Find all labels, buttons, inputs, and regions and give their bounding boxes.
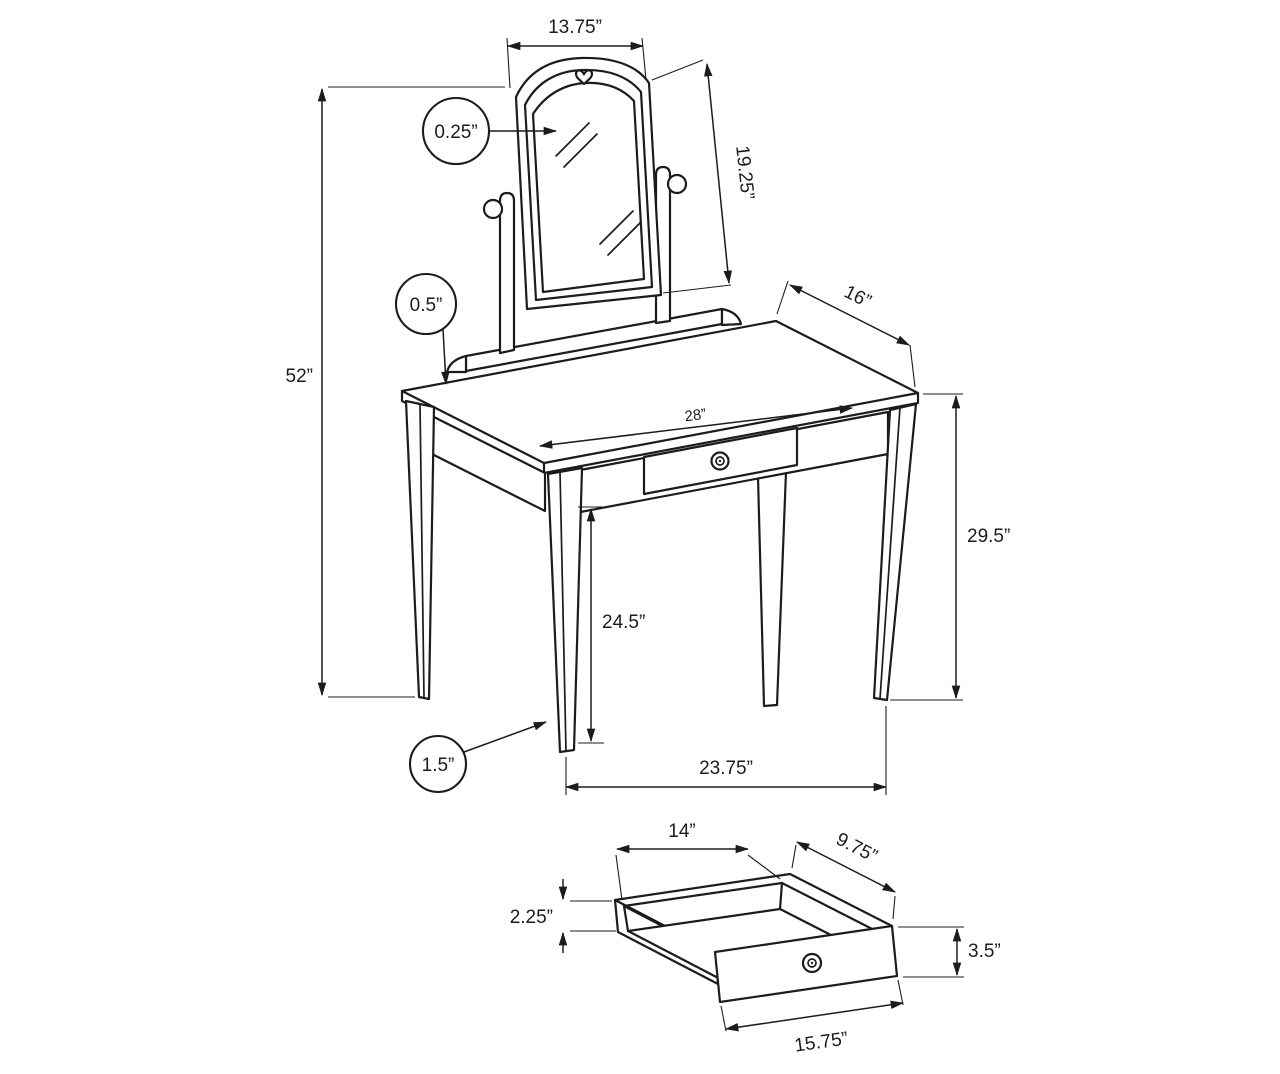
drawer-detail-drawing [613,872,899,1004]
label-mirror-width: 13.75” [548,17,602,38]
dim-table-height: 29.5” [890,393,1010,701]
label-drawer-inner-depth: 9.75” [832,829,880,867]
label-top-thickness: 0.5” [410,295,443,316]
heart-cutout [574,69,594,86]
label-mirror-height: 19.25” [731,145,758,201]
leg-front-left [546,466,584,754]
label-top-width: 28” [684,406,708,426]
pivot-knob-right [666,173,688,195]
label-drawer-front-width: 15.75” [793,1028,849,1056]
vanity-table-drawing [400,319,920,754]
knob-center [718,459,722,463]
dim-clearance: 24.5” [578,506,645,744]
label-overall-height: 52” [286,366,313,387]
knob-inner [807,958,817,968]
mirror-base-foot-right [720,307,743,327]
mirror-base-foot-left [445,354,468,374]
label-drawer-side-height: 2.25” [510,907,553,928]
dim-mirror-width: 13.75” [506,17,647,89]
leg-back-right [756,470,788,708]
callout-circle [394,272,458,336]
label-table-height: 29.5” [967,526,1010,547]
label-depth: 16” [840,282,874,313]
glass-reflection-hatches [555,122,642,256]
drawer-top-rim [613,872,894,928]
drawer-knob [710,451,730,471]
callout-circle [421,96,491,166]
label-drawer-front-height: 3.5” [968,941,1001,962]
dim-drawer-front-height: 3.5” [898,926,1001,978]
label-clearance: 24.5” [602,612,645,633]
mirror-upright-left [498,191,516,355]
dim-leg-width-callout: 1.5” [408,721,548,794]
mirror-assembly-drawing [445,56,743,374]
dim-top-thickness-callout: 0.5” [394,272,458,386]
mirror-frame-outer [514,56,663,311]
leg-front-right [872,402,918,702]
label-drawer-inner-width: 14” [668,821,695,842]
dim-mirror-thickness-callout: 0.25” [421,96,558,166]
dim-drawer-side-height: 2.25” [510,879,616,953]
dim-overall-height: 52” [286,86,505,698]
dim-top-width: 28” [538,405,854,449]
dim-leg-span: 23.75” [564,706,888,795]
callout-circle [408,734,468,794]
drawer-detail-knob [801,952,823,974]
label-leg-span: 23.75” [699,758,753,779]
knob-inner [715,456,725,466]
knob-center [810,961,814,965]
label-mirror-thickness: 0.25” [434,122,477,143]
leg-back-left [404,399,436,701]
dim-drawer-inner-depth: 9.75” [791,829,897,920]
label-leg-width: 1.5” [422,755,455,776]
dim-drawer-inner-width: 14” [615,821,781,901]
pivot-knob-left [482,198,504,220]
